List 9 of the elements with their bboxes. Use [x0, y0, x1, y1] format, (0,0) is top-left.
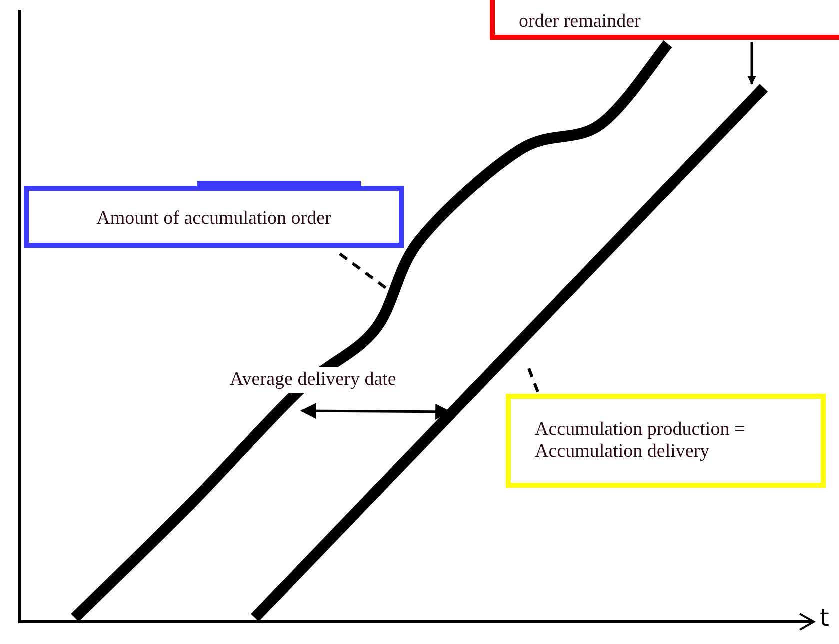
callout-text: order remainder: [519, 11, 642, 33]
arrow: [748, 42, 756, 85]
leader-line: [526, 365, 540, 393]
axis-label: t: [820, 604, 830, 632]
callout-box: [490, 0, 839, 40]
callout-box: [24, 186, 404, 248]
callout-text: Accumulation production = Accumulation delivery: [535, 419, 746, 463]
callout-text: Amount of accumulation order: [96, 208, 332, 230]
callout-box: [506, 394, 826, 488]
